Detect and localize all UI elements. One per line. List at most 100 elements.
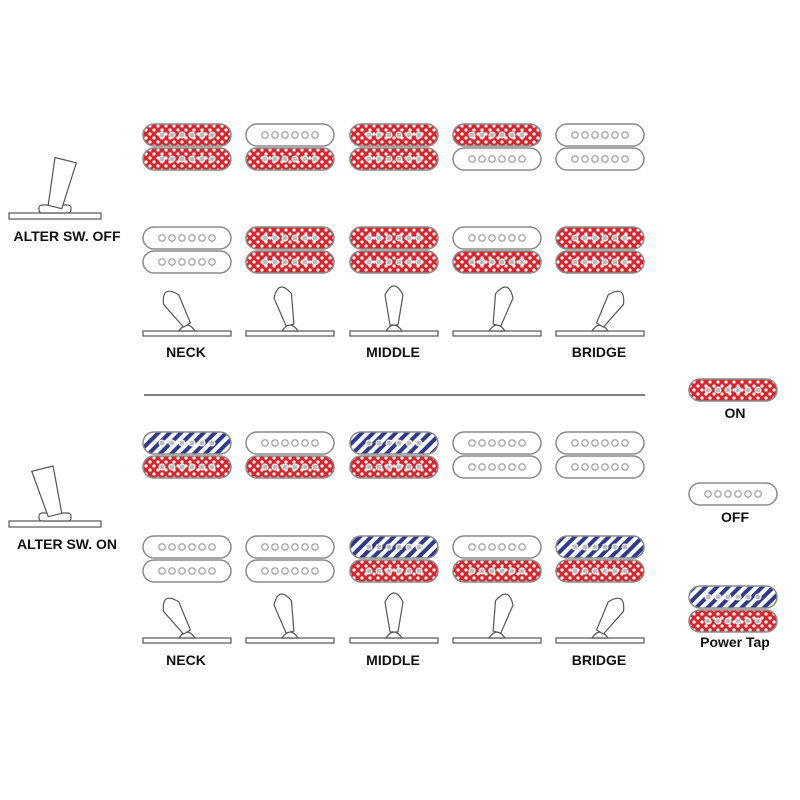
pole-piece	[591, 543, 599, 551]
selector-pivot	[384, 631, 404, 639]
pole-piece	[591, 258, 599, 266]
alter-switch-label: ALTER SW. ON	[17, 536, 117, 552]
humbucker-upper	[555, 431, 645, 479]
pole-piece	[208, 155, 216, 163]
position-label: NECK	[166, 344, 206, 360]
pole-piece	[611, 234, 619, 242]
selector-base	[555, 330, 645, 337]
pole-piece	[385, 463, 393, 471]
pole-piece	[611, 463, 619, 471]
alter-switch-label: ALTER SW. OFF	[13, 228, 121, 244]
pickup-coil-tap	[349, 535, 439, 559]
pole-piece	[395, 234, 403, 242]
pole-piece	[261, 234, 269, 242]
selector-knob	[492, 593, 514, 634]
pole-piece	[158, 439, 166, 447]
pole-piece	[601, 131, 609, 139]
pole-piece	[488, 463, 496, 471]
selector-base	[245, 637, 335, 644]
pole-piece	[311, 543, 319, 551]
pole-piece	[601, 567, 609, 575]
pole-piece	[704, 617, 712, 625]
legend-label: OFF	[721, 509, 749, 525]
pickup-coil-off	[452, 431, 542, 455]
pole-piece	[508, 155, 516, 163]
humbucker-upper	[349, 431, 439, 479]
five-way-selector-icon	[142, 597, 232, 644]
pole-piece	[518, 258, 526, 266]
pole-piece	[744, 490, 752, 498]
pole-piece	[271, 155, 279, 163]
pickup-coil-tap	[142, 431, 232, 455]
pickup-coil-off	[245, 559, 335, 583]
pole-piece	[198, 258, 206, 266]
coil-body	[555, 250, 645, 274]
pole-piece	[301, 234, 309, 242]
pole-piece	[621, 543, 629, 551]
pole-piece	[178, 155, 186, 163]
coil-body	[555, 226, 645, 250]
pole-piece	[291, 258, 299, 266]
alter-base	[8, 520, 102, 528]
pickup-coil-on	[245, 455, 335, 479]
position-label: BRIDGE	[572, 344, 626, 360]
pole-piece	[518, 567, 526, 575]
pole-piece	[415, 439, 423, 447]
pole-piece	[571, 234, 579, 242]
pole-piece	[271, 131, 279, 139]
pole-piece	[714, 490, 722, 498]
pole-piece	[734, 617, 742, 625]
pole-piece	[158, 155, 166, 163]
pole-piece	[365, 234, 373, 242]
coil-body	[452, 123, 542, 147]
selector-lever	[492, 286, 514, 327]
pickup-coil-off	[452, 535, 542, 559]
pole-piece	[271, 258, 279, 266]
pole-piece	[571, 439, 579, 447]
pole-piece	[478, 155, 486, 163]
pole-piece	[271, 463, 279, 471]
pole-piece	[208, 234, 216, 242]
selector-knob	[384, 285, 404, 326]
pole-piece	[158, 543, 166, 551]
pole-piece	[405, 155, 413, 163]
pole-piece	[468, 131, 476, 139]
coil-body	[349, 455, 439, 479]
pickup-coil-on	[245, 250, 335, 274]
coil-body	[452, 226, 542, 250]
pickup-coil-on	[452, 123, 542, 147]
humbucker-lower	[349, 226, 439, 274]
selector-pivot	[384, 324, 404, 332]
coil-body	[349, 123, 439, 147]
coil-body	[245, 123, 335, 147]
coil-body	[245, 455, 335, 479]
alter-lever	[30, 465, 63, 518]
five-way-selector-icon	[245, 286, 335, 337]
pole-piece	[385, 567, 393, 575]
coil-body	[555, 455, 645, 479]
pickup-coil-on	[349, 455, 439, 479]
pole-piece	[261, 439, 269, 447]
pole-piece	[508, 463, 516, 471]
pickup-coil-on	[452, 559, 542, 583]
pole-piece	[178, 439, 186, 447]
selector-base	[452, 330, 542, 337]
coil-body	[142, 226, 232, 250]
pole-piece	[714, 617, 722, 625]
pole-piece	[478, 463, 486, 471]
pole-piece	[621, 439, 629, 447]
humbucker-lower	[142, 226, 232, 274]
pole-piece	[301, 543, 309, 551]
coil-body	[349, 559, 439, 583]
selector-knob	[595, 290, 625, 328]
pickup-coil-off	[245, 431, 335, 455]
selector-knob	[273, 593, 295, 634]
pole-piece	[385, 131, 393, 139]
pickup-coil-on	[245, 226, 335, 250]
coil-body	[245, 226, 335, 250]
pole-piece	[158, 463, 166, 471]
humbucker-lower	[349, 535, 439, 583]
pole-piece	[498, 567, 506, 575]
pole-piece	[385, 543, 393, 551]
